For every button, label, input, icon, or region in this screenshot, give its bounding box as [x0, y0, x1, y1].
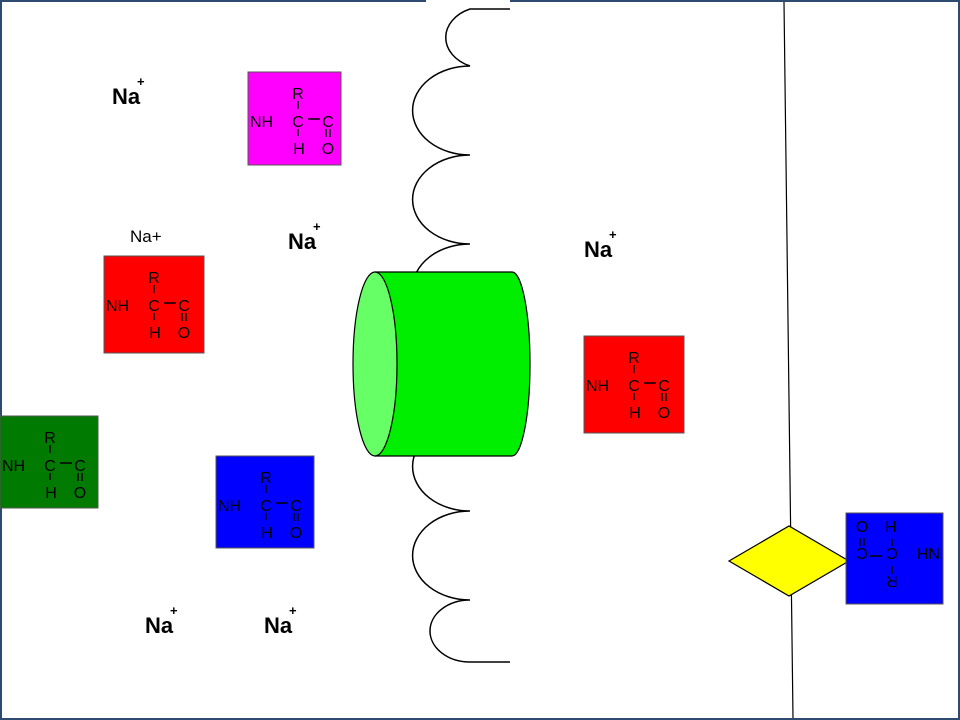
sodium-symbol: Na [584, 237, 613, 262]
amino-acid-green [0, 415, 99, 509]
amino-acid-blue [215, 455, 315, 549]
channel-protein [352, 271, 531, 457]
amino-acid-red-left [103, 255, 205, 354]
boundary-line [783, 1, 794, 719]
sodium-symbol: Na [264, 613, 293, 638]
amino-acid-magenta [247, 71, 342, 166]
sodium-ion: Na + [584, 227, 617, 262]
sodium-ion: Na + [112, 74, 145, 109]
amino-acid-red-right [583, 335, 685, 434]
sodium-symbol: Na [145, 613, 174, 638]
sodium-symbol: Na [288, 229, 317, 254]
sodium-charge: + [313, 219, 321, 234]
sodium-symbol: Na [112, 84, 141, 109]
sodium-ion-plain-label: Na+ [130, 227, 162, 246]
sodium-ion: Na + [264, 603, 297, 638]
sodium-charge: + [289, 603, 297, 618]
sodium-ion: Na + [288, 219, 321, 254]
sodium-charge: + [609, 227, 617, 242]
channel-opening [352, 271, 398, 457]
sodium-charge: + [170, 603, 178, 618]
sodium-charge: + [137, 74, 145, 89]
amino-acid-blue-bound [845, 512, 944, 605]
sodium-ion: Na + [145, 603, 178, 638]
